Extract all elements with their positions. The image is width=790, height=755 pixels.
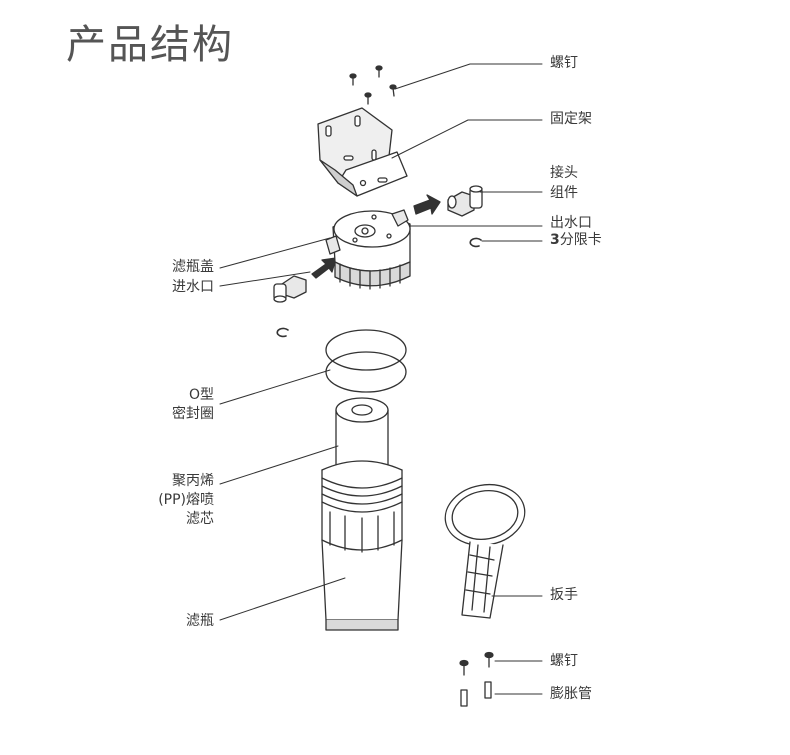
- bracket-illustration: [317, 107, 408, 197]
- clip-right-illustration: [469, 237, 482, 248]
- label-fitting-line2: 组件: [550, 185, 578, 201]
- label-clip: 3分限卡: [550, 231, 602, 250]
- label-anchor: 膨胀管: [550, 686, 592, 702]
- leader-lines: [219, 63, 543, 695]
- label-cartridge-line1: 聚丙烯: [172, 473, 214, 489]
- inlet-arrow: [311, 257, 337, 279]
- wrench-illustration: [444, 484, 526, 619]
- label-wrench: 扳手: [550, 587, 578, 603]
- label-bracket: 固定架: [550, 111, 592, 127]
- top-screws-illustration: [349, 65, 397, 105]
- bottom-screws-illustration: [459, 651, 494, 676]
- o-ring-illustration: [325, 329, 407, 393]
- label-outlet: 出水口: [550, 215, 592, 231]
- label-cartridge-line3: 滤芯: [186, 511, 214, 527]
- label-clip-number: 3: [550, 232, 560, 248]
- label-inlet: 进水口: [172, 279, 214, 295]
- label-cartridge-line2: (PP)熔喷: [158, 492, 214, 508]
- label-clip-text: 分限卡: [559, 232, 602, 248]
- outlet-arrow: [413, 194, 441, 215]
- cap-illustration: [325, 209, 411, 290]
- label-cap: 滤瓶盖: [172, 259, 214, 275]
- page-title: 产品结构: [66, 22, 234, 68]
- clip-left-illustration: [276, 327, 289, 338]
- fitting-illustration: [447, 185, 483, 217]
- label-o-ring-line2: 密封圈: [172, 406, 214, 422]
- inlet-fitting-illustration: [273, 275, 307, 303]
- label-fitting-line1: 接头: [550, 165, 578, 181]
- anchor-illustration: [460, 681, 492, 707]
- bottle-illustration: [321, 460, 403, 631]
- label-screw-bottom: 螺钉: [550, 653, 578, 669]
- label-o-ring-line1: O型: [188, 387, 214, 403]
- label-screw-top: 螺钉: [550, 55, 578, 71]
- label-bottle: 滤瓶: [186, 613, 214, 629]
